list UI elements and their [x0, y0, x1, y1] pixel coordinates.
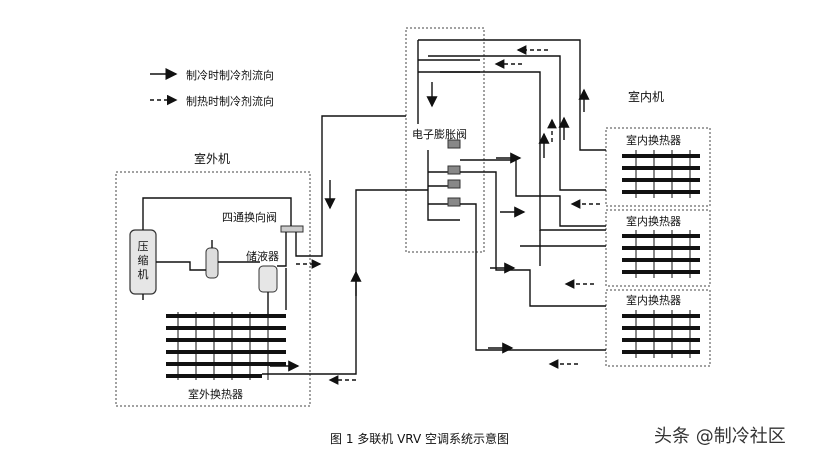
outdoor-exchanger-label: 室外换热器	[188, 388, 243, 401]
accumulator-shape	[258, 265, 278, 293]
expansion-valve-heads	[447, 139, 461, 207]
indoor-exchanger-label-1: 室内换热器	[626, 134, 681, 147]
indoor-exchanger-coil-1	[622, 154, 700, 194]
figure-caption: 图 1 多联机 VRV 空调系统示意图	[330, 432, 509, 446]
four-way-valve-label: 四通换向阀	[222, 211, 277, 224]
filter-shape	[205, 247, 219, 279]
indoor-exchanger-box-2	[605, 209, 711, 287]
indoor-exchanger-box-3	[605, 289, 711, 367]
outdoor-exchanger-coil	[166, 314, 286, 378]
accumulator-label: 储液器	[246, 250, 279, 263]
indoor-exchanger-coil-3	[622, 314, 700, 354]
indoor-exchanger-coil-2	[622, 234, 700, 274]
expansion-valve-box	[405, 27, 485, 253]
expansion-valve-label: 电子膨胀阀	[412, 128, 467, 141]
four-way-valve-shape	[280, 225, 304, 233]
cooling-flow-arrows	[270, 82, 590, 372]
outdoor-unit-label: 室外机	[194, 152, 231, 166]
legend-heating-label: 制热时制冷剂流向	[186, 95, 274, 108]
compressor-label: 压缩机	[137, 240, 149, 281]
indoor-exchanger-label-3: 室内换热器	[626, 294, 681, 307]
indoor-exchanger-label-2: 室内换热器	[626, 215, 681, 228]
watermark: 头条 @制冷社区	[654, 426, 786, 447]
indoor-exchanger-box-1	[605, 127, 711, 207]
heating-flow-arrows	[296, 45, 600, 385]
outdoor-unit-box	[115, 171, 311, 407]
indoor-unit-label: 室内机	[628, 90, 665, 104]
legend-cooling-label: 制冷时制冷剂流向	[186, 69, 274, 82]
